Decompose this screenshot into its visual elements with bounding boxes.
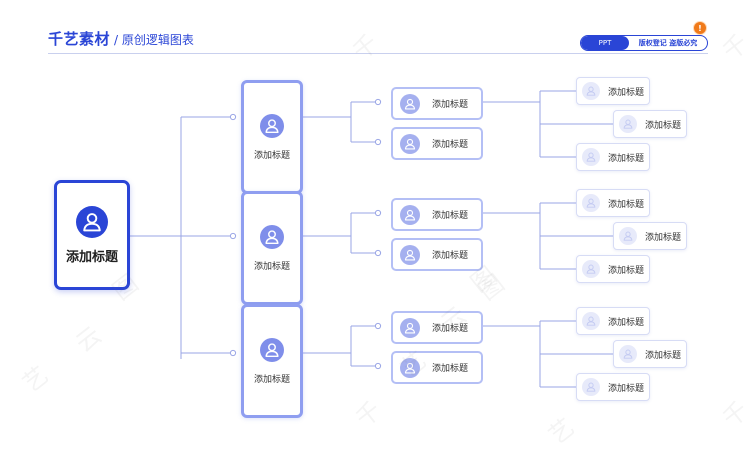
page-title: 千艺素材 [48, 30, 111, 48]
card-label: 添加标题 [253, 150, 290, 161]
avatar [619, 115, 637, 133]
avatar [619, 227, 637, 245]
leaf-card[interactable]: 添加标题 [576, 307, 650, 335]
avatar [582, 148, 600, 166]
user-icon [623, 231, 633, 241]
avatar [582, 82, 600, 100]
card-label: 添加标题 [432, 251, 469, 261]
user-icon [586, 316, 596, 326]
connector-node [229, 113, 237, 121]
diagram-canvas: 千艺素材 / 原创逻辑图表 PPT 版权登记 盗版必究 ! 添加标题添加标题添加… [17, 21, 750, 450]
card-label: 添加标题 [608, 199, 645, 210]
card-label: 添加标题 [608, 265, 645, 276]
card-label: 添加标题 [608, 87, 645, 98]
subgroup-card[interactable]: 添加标题 [391, 198, 483, 231]
card-label: 添加标题 [65, 249, 118, 265]
leaf-card[interactable]: 添加标题 [613, 110, 687, 138]
card-label: 添加标题 [645, 120, 682, 131]
user-icon [404, 98, 416, 109]
connector-node [374, 362, 382, 370]
leaf-card[interactable]: 添加标题 [613, 222, 687, 250]
root-card[interactable]: 添加标题 [54, 180, 130, 290]
card-label: 添加标题 [608, 317, 645, 328]
card-label: 添加标题 [645, 232, 682, 243]
connector-node [374, 209, 382, 217]
card-label: 添加标题 [432, 100, 469, 110]
user-icon [586, 382, 596, 392]
user-icon [586, 198, 596, 208]
user-icon [623, 349, 633, 359]
user-icon [404, 249, 416, 260]
subgroup-card[interactable]: 添加标题 [391, 351, 483, 384]
card-label: 添加标题 [608, 383, 645, 394]
card-label: 添加标题 [645, 350, 682, 361]
connector-node [374, 98, 382, 106]
card-label: 添加标题 [253, 374, 290, 385]
user-icon [623, 119, 633, 129]
leaf-card[interactable]: 添加标题 [576, 255, 650, 283]
user-icon [586, 264, 596, 274]
card-label: 添加标题 [432, 140, 469, 150]
avatar [400, 357, 420, 378]
group-card[interactable]: 添加标题 [241, 80, 303, 194]
copyright-text: 版权登记 盗版必究 [638, 39, 698, 47]
connector-node [374, 138, 382, 146]
avatar [400, 204, 420, 225]
subgroup-card[interactable]: 添加标题 [391, 238, 483, 271]
avatar [582, 260, 600, 278]
avatar [400, 317, 420, 338]
avatar [76, 205, 108, 238]
user-icon [404, 138, 416, 149]
connector-node [229, 349, 237, 357]
group-card[interactable]: 添加标题 [241, 191, 303, 305]
avatar [260, 224, 284, 249]
user-icon [265, 229, 279, 244]
avatar [260, 113, 284, 138]
connector-node [374, 249, 382, 257]
user-icon [404, 322, 416, 333]
page-subtitle: / 原创逻辑图表 [114, 33, 194, 47]
alert-badge-icon: ! [693, 21, 707, 35]
card-label: 添加标题 [253, 261, 290, 272]
user-icon [83, 212, 101, 231]
copyright-pill: PPT 版权登记 盗版必究 [580, 35, 708, 51]
card-label: 添加标题 [432, 364, 469, 374]
leaf-card[interactable]: 添加标题 [576, 143, 650, 171]
leaf-card[interactable]: 添加标题 [576, 77, 650, 105]
avatar [260, 337, 284, 362]
user-icon [265, 118, 279, 133]
avatar [400, 133, 420, 154]
user-icon [586, 152, 596, 162]
avatar [582, 194, 600, 212]
subgroup-card[interactable]: 添加标题 [391, 87, 483, 120]
connector-lines [130, 90, 613, 388]
leaf-card[interactable]: 添加标题 [613, 340, 687, 368]
user-icon [265, 342, 279, 357]
subgroup-card[interactable]: 添加标题 [391, 311, 483, 344]
card-label: 添加标题 [432, 324, 469, 334]
user-icon [586, 86, 596, 96]
card-label: 添加标题 [608, 153, 645, 164]
avatar [619, 345, 637, 363]
card-label: 添加标题 [432, 211, 469, 221]
header-divider [48, 53, 708, 54]
leaf-card[interactable]: 添加标题 [576, 373, 650, 401]
user-icon [404, 362, 416, 373]
connector-node [374, 322, 382, 330]
subgroup-card[interactable]: 添加标题 [391, 127, 483, 160]
avatar [582, 312, 600, 330]
avatar [582, 378, 600, 396]
user-icon [404, 209, 416, 220]
connector-node [229, 232, 237, 240]
leaf-card[interactable]: 添加标题 [576, 189, 650, 217]
avatar [400, 93, 420, 114]
avatar [400, 244, 420, 265]
group-card[interactable]: 添加标题 [241, 304, 303, 418]
ppt-tag: PPT [581, 36, 629, 50]
